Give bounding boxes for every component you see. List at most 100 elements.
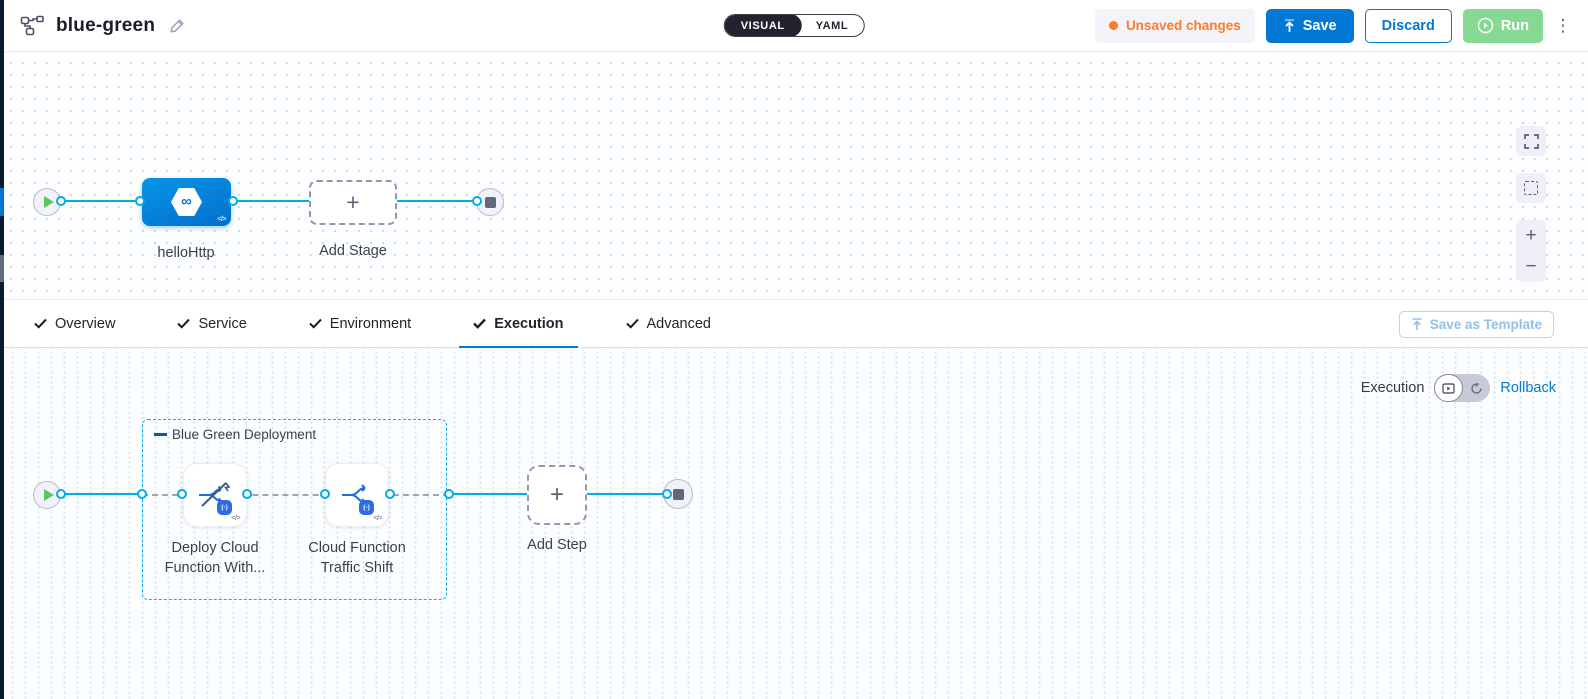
discard-button[interactable]: Discard xyxy=(1364,8,1452,43)
end-stop-icon xyxy=(484,196,496,208)
tab-overview[interactable]: Overview xyxy=(20,300,129,347)
nav-strip-active-segment xyxy=(0,188,4,216)
save-button-label: Save xyxy=(1302,17,1337,34)
tab-advanced[interactable]: Advanced xyxy=(612,300,726,347)
edge-port[interactable] xyxy=(135,196,145,206)
step-name-label: Deploy Cloud Function With... xyxy=(164,540,266,576)
zoom-out-button[interactable]: − xyxy=(1525,255,1537,277)
zoom-controls: + − xyxy=(1516,220,1546,282)
edge-port[interactable] xyxy=(472,196,482,206)
edge-port[interactable] xyxy=(177,489,187,499)
run-button-label: Run xyxy=(1500,17,1529,34)
exec-edge-line xyxy=(47,493,142,495)
toggle-rollback-option[interactable] xyxy=(1463,374,1490,402)
check-icon xyxy=(473,318,487,329)
stage-edge-line xyxy=(47,200,490,202)
stage-config-tabbar: Overview Service Environment Execution A… xyxy=(0,299,1588,348)
execution-mode-label: Execution xyxy=(1360,380,1425,396)
tab-label: Overview xyxy=(55,315,116,332)
title-group: blue-green xyxy=(20,15,186,37)
toggle-yaml[interactable]: YAML xyxy=(815,19,849,32)
discard-button-label: Discard xyxy=(1381,17,1435,34)
stage-name-label: helloHttp xyxy=(157,245,215,261)
visual-yaml-toggle[interactable]: VISUAL YAML xyxy=(723,14,865,37)
start-play-icon xyxy=(43,489,54,501)
check-icon xyxy=(34,318,47,329)
edge-port[interactable] xyxy=(56,489,66,499)
add-stage-node[interactable]: + xyxy=(309,180,397,225)
zoom-in-button[interactable]: + xyxy=(1525,224,1537,246)
step-group-name: Blue Green Deployment xyxy=(172,427,317,442)
cloud-function-badge-icon: (-) xyxy=(217,500,232,515)
header-actions: Unsaved changes Save Discard Run ⋮ xyxy=(1094,8,1572,43)
rollback-mode-icon xyxy=(1471,382,1483,394)
check-icon xyxy=(625,318,639,329)
step-cloud-function-traffic-shift[interactable]: (-) </> xyxy=(325,463,389,527)
step-name-label: Cloud Function Traffic Shift xyxy=(308,540,406,576)
unsaved-label: Unsaved changes xyxy=(1125,18,1241,33)
tab-label: Service xyxy=(198,315,247,332)
more-options-kebab-icon[interactable]: ⋮ xyxy=(1554,16,1572,35)
header: blue-green VISUAL YAML Unsaved changes S… xyxy=(0,0,1588,52)
exec-edge-dashed-line xyxy=(142,494,449,496)
edge-port[interactable] xyxy=(662,489,672,499)
toggle-execution-option[interactable] xyxy=(1434,374,1464,402)
unsaved-changes-badge: Unsaved changes xyxy=(1094,8,1255,43)
cloud-function-badge-icon: (-) xyxy=(359,500,374,515)
check-icon xyxy=(309,318,322,329)
execution-mode-icon xyxy=(1442,382,1455,394)
edge-port[interactable] xyxy=(56,196,66,206)
collapsed-nav-strip[interactable] xyxy=(0,0,4,699)
check-icon xyxy=(177,318,191,329)
tab-label: Advanced xyxy=(646,315,712,332)
edge-port[interactable] xyxy=(228,196,238,206)
toggle-visual[interactable]: VISUAL xyxy=(724,15,802,36)
unsaved-dot-icon xyxy=(1108,21,1118,30)
fullscreen-icon xyxy=(1523,133,1539,149)
tab-service[interactable]: Service xyxy=(163,300,260,347)
step-deploy-cloud-function[interactable]: (-) </> xyxy=(183,463,247,527)
edit-title-icon[interactable] xyxy=(169,17,186,34)
step-group-header: Blue Green Deployment xyxy=(154,427,316,442)
stage-node-hellohttp[interactable]: ∞ </> xyxy=(142,178,231,226)
execution-canvas[interactable]: Execution Rollback Blue Green Deploymen xyxy=(0,348,1588,699)
edge-port[interactable] xyxy=(137,489,147,499)
step-group-blue-green[interactable]: Blue Green Deployment xyxy=(142,419,447,600)
edge-port[interactable] xyxy=(320,489,330,499)
marquee-select-button[interactable] xyxy=(1516,173,1546,203)
tab-environment[interactable]: Environment xyxy=(295,300,425,347)
run-button[interactable]: Run xyxy=(1462,8,1543,43)
add-step-node[interactable]: + xyxy=(527,465,587,525)
collapse-group-icon[interactable] xyxy=(154,433,167,436)
deploy-stage-hexagon-icon: ∞ xyxy=(171,188,202,216)
execution-rollback-toggle[interactable] xyxy=(1434,374,1491,402)
code-icon: </> xyxy=(231,515,240,522)
rollback-link[interactable]: Rollback xyxy=(1500,380,1556,396)
add-step-label: Add Step xyxy=(527,537,587,553)
tab-label: Execution xyxy=(494,315,564,332)
save-upload-icon xyxy=(1284,18,1294,32)
code-icon: </> xyxy=(373,515,382,522)
edge-port[interactable] xyxy=(242,489,252,499)
run-play-icon xyxy=(1477,17,1494,34)
stage-canvas[interactable]: ∞ </> helloHttp + Add Stage + − xyxy=(0,52,1588,299)
code-icon: </> xyxy=(217,216,226,223)
tab-execution[interactable]: Execution xyxy=(459,300,578,348)
marquee-select-icon xyxy=(1524,181,1538,195)
plus-icon: + xyxy=(346,189,360,215)
edge-port[interactable] xyxy=(444,489,454,499)
fullscreen-button[interactable] xyxy=(1516,126,1546,156)
save-as-template-button[interactable]: Save as Template xyxy=(1398,311,1554,338)
page-title: blue-green xyxy=(56,14,156,36)
save-as-template-label: Save as Template xyxy=(1429,317,1542,332)
end-stop-icon xyxy=(672,488,684,500)
start-play-icon xyxy=(43,196,54,208)
edge-port[interactable] xyxy=(385,489,395,499)
execution-mode-row: Execution Rollback xyxy=(1361,374,1556,402)
template-upload-icon xyxy=(1412,318,1422,330)
tab-label: Environment xyxy=(329,315,412,332)
plus-icon: + xyxy=(549,481,564,508)
add-stage-label: Add Stage xyxy=(319,243,387,259)
save-button[interactable]: Save xyxy=(1265,8,1354,43)
